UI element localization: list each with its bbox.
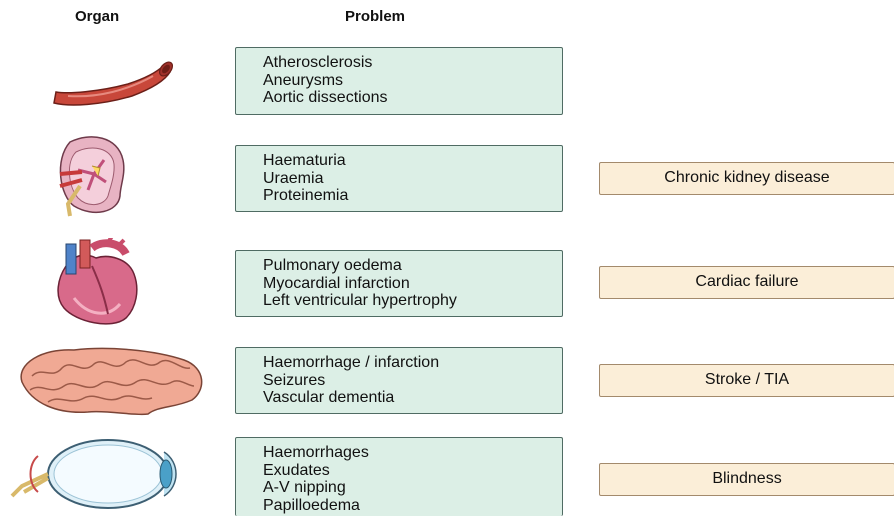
problem-item: Atherosclerosis xyxy=(263,54,562,72)
problem-item: Myocardial infarction xyxy=(263,275,562,293)
outcome-box-kidney: Chronic kidney disease xyxy=(599,162,894,195)
problem-box-brain: Haemorrhage / infarction Seizures Vascul… xyxy=(235,347,563,414)
kidney-icon xyxy=(8,130,208,218)
problem-box-eye: Haemorrhages Exudates A-V nipping Papill… xyxy=(235,437,563,516)
problem-item: Proteinemia xyxy=(263,187,562,205)
heart-icon xyxy=(8,238,208,330)
outcome-box-brain: Stroke / TIA xyxy=(599,364,894,397)
problem-item: Pulmonary oedema xyxy=(263,257,562,275)
problem-item: Aortic dissections xyxy=(263,89,562,107)
problem-item: Haematuria xyxy=(263,152,562,170)
problem-item: Aneurysms xyxy=(263,72,562,90)
problem-item: Uraemia xyxy=(263,170,562,188)
problem-item: Haemorrhages xyxy=(263,444,562,462)
eye-icon xyxy=(8,432,208,514)
problem-column-header: Problem xyxy=(345,8,405,25)
problem-box-kidney: Haematuria Uraemia Proteinemia xyxy=(235,145,563,212)
problem-item: Seizures xyxy=(263,372,562,390)
problem-item: A-V nipping xyxy=(263,479,562,497)
outcome-box-heart: Cardiac failure xyxy=(599,266,894,299)
problem-item: Exudates xyxy=(263,462,562,480)
problem-item: Left ventricular hypertrophy xyxy=(263,292,562,310)
organ-column-header: Organ xyxy=(75,8,119,25)
problem-item: Papilloedema xyxy=(263,497,562,515)
problem-item: Haemorrhage / infarction xyxy=(263,354,562,372)
problem-box-heart: Pulmonary oedema Myocardial infarction L… xyxy=(235,250,563,317)
artery-icon xyxy=(8,58,208,108)
brain-icon xyxy=(8,346,208,416)
problem-box-artery: Atherosclerosis Aneurysms Aortic dissect… xyxy=(235,47,563,115)
outcome-box-eye: Blindness xyxy=(599,463,894,496)
problem-item: Vascular dementia xyxy=(263,389,562,407)
